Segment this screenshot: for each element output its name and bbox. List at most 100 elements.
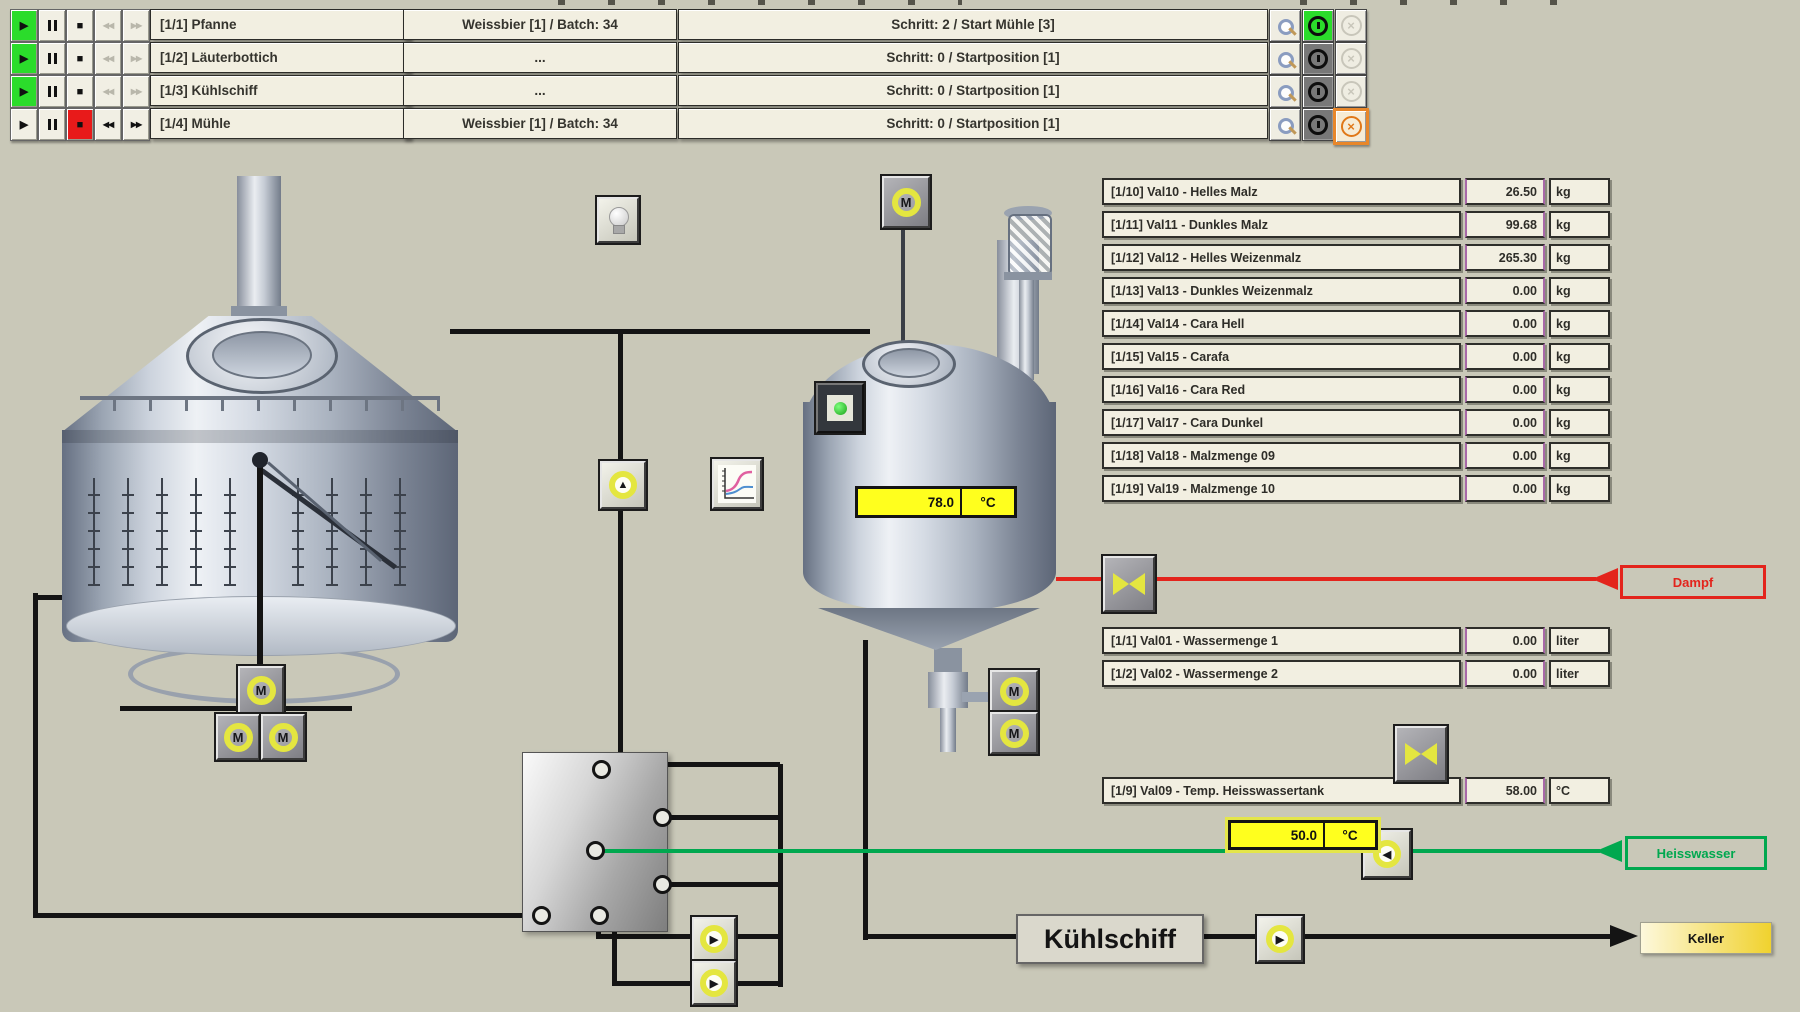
- info-button[interactable]: [1302, 9, 1334, 42]
- step-back-button[interactable]: ◀◀: [94, 75, 122, 108]
- recipe-batch-field: Weissbier [1] / Batch: 34: [403, 9, 677, 40]
- hotwater-setpoint-value[interactable]: 50.0: [1231, 823, 1325, 847]
- pause-button[interactable]: [38, 75, 66, 108]
- cooler-pump-1[interactable]: ▶: [690, 915, 738, 963]
- info-button[interactable]: [1302, 75, 1334, 108]
- step-forward-button[interactable]: ▶▶: [122, 75, 150, 108]
- pipe: [863, 640, 868, 940]
- hotwater-valve[interactable]: [1393, 724, 1449, 784]
- value-field: 0.00: [1465, 475, 1545, 502]
- pause-button[interactable]: [38, 42, 66, 75]
- trend-chart-button[interactable]: [710, 457, 764, 511]
- unit-control-row-kuehlschiff: ▶ ■ ◀◀ ▶▶ [1/3] Kühlschiff ... Schritt: …: [8, 75, 1373, 108]
- status-indicator[interactable]: [814, 381, 866, 435]
- info-icon: [1308, 48, 1328, 69]
- value-label: [1/16] Val16 - Cara Red: [1102, 376, 1461, 403]
- pipe: [33, 593, 38, 918]
- hotwater-setpoint-display[interactable]: 50.0 °C: [1228, 820, 1378, 850]
- agitator-hub: [252, 452, 268, 468]
- step-back-button[interactable]: ◀◀: [94, 42, 122, 75]
- step-forward-button[interactable]: ▶▶: [122, 108, 150, 141]
- stop-button[interactable]: ■: [66, 108, 94, 141]
- steam-label: Dampf: [1620, 565, 1766, 599]
- value-field: 99.68: [1465, 211, 1545, 238]
- top-edge-ticks: [1300, 0, 1585, 5]
- info-button[interactable]: [1302, 42, 1334, 75]
- play-button[interactable]: ▶: [10, 9, 38, 42]
- drive-stub: [962, 692, 992, 702]
- value-label: [1/1] Val01 - Wassermenge 1: [1102, 627, 1461, 654]
- value-field: 0.00: [1465, 343, 1545, 370]
- abort-button[interactable]: ×: [1335, 75, 1367, 108]
- keller-pump[interactable]: ▶: [1255, 914, 1305, 964]
- pipe: [1298, 934, 1614, 939]
- value-unit: kg: [1549, 343, 1610, 370]
- rake: [360, 478, 372, 586]
- zoom-button[interactable]: [1269, 75, 1301, 108]
- pipe: [120, 706, 352, 711]
- value-label: [1/2] Val02 - Wassermenge 2: [1102, 660, 1461, 687]
- cooler-port: [653, 875, 672, 894]
- step-status-field: Schritt: 2 / Start Mühle [3]: [678, 9, 1268, 40]
- manhole-opening: [212, 331, 312, 379]
- rake: [326, 478, 338, 586]
- pause-button[interactable]: [38, 9, 66, 42]
- value-field: 0.00: [1465, 627, 1545, 654]
- bottom-drive-motor-1[interactable]: M: [988, 668, 1040, 714]
- wort-pump[interactable]: ▲: [598, 459, 648, 511]
- cooler-pump-2[interactable]: ▶: [690, 959, 738, 1007]
- kuehlschiff-nav-box[interactable]: Kühlschiff: [1016, 914, 1204, 964]
- stop-button[interactable]: ■: [66, 42, 94, 75]
- steam-line: [1056, 577, 1596, 581]
- pause-button[interactable]: [38, 108, 66, 141]
- unit-name-field: [1/3] Kühlschiff: [150, 75, 411, 106]
- step-status-field: Schritt: 0 / Startposition [1]: [678, 42, 1268, 73]
- pipe: [33, 595, 71, 600]
- pipe: [778, 764, 783, 987]
- zoom-button[interactable]: [1269, 9, 1301, 42]
- mash-temp-unit: °C: [980, 494, 996, 510]
- stop-button[interactable]: ■: [66, 9, 94, 42]
- unit-name-field: [1/1] Pfanne: [150, 9, 411, 40]
- abort-button-active[interactable]: ×: [1333, 108, 1369, 145]
- steam-valve[interactable]: [1101, 554, 1157, 614]
- value-label: [1/19] Val19 - Malzmenge 10: [1102, 475, 1461, 502]
- step-forward-button[interactable]: ▶▶: [122, 42, 150, 75]
- value-unit: kg: [1549, 277, 1610, 304]
- rake-lift-motor[interactable]: M: [259, 712, 307, 762]
- pipe: [596, 934, 782, 939]
- play-button[interactable]: ▶: [10, 75, 38, 108]
- top-edge-ticks: [558, 0, 962, 5]
- zoom-button[interactable]: [1269, 42, 1301, 75]
- step-forward-button[interactable]: ▶▶: [122, 9, 150, 42]
- unit-control-row-laeuterbottich: ▶ ■ ◀◀ ▶▶ [1/2] Läuterbottich ... Schrit…: [8, 42, 1373, 75]
- zoom-button[interactable]: [1269, 108, 1301, 141]
- stop-button[interactable]: ■: [66, 75, 94, 108]
- mash-agitator-motor[interactable]: M: [880, 174, 932, 230]
- pipe: [663, 815, 780, 820]
- abort-button[interactable]: ×: [1335, 9, 1367, 42]
- top-drive-shaft: [901, 224, 905, 344]
- play-button[interactable]: ▶: [10, 42, 38, 75]
- pipe: [863, 934, 1018, 939]
- value-label: [1/9] Val09 - Temp. Heisswassertank: [1102, 777, 1461, 804]
- main-agitator-motor[interactable]: M: [236, 664, 286, 716]
- rake-drive-motor[interactable]: M: [214, 712, 262, 762]
- step-back-button[interactable]: ◀◀: [94, 9, 122, 42]
- play-button[interactable]: ▶: [10, 108, 38, 141]
- value-field: 265.30: [1465, 244, 1545, 271]
- info-button[interactable]: [1302, 108, 1334, 141]
- valve-icon: [1113, 573, 1145, 595]
- bottom-drive-motor-2[interactable]: M: [988, 710, 1040, 756]
- rake: [88, 478, 100, 586]
- step-back-button[interactable]: ◀◀: [94, 108, 122, 141]
- bottom-cone: [818, 608, 1040, 650]
- abort-button[interactable]: ×: [1335, 42, 1367, 75]
- pipe: [618, 331, 623, 754]
- lamp-button[interactable]: [595, 195, 641, 245]
